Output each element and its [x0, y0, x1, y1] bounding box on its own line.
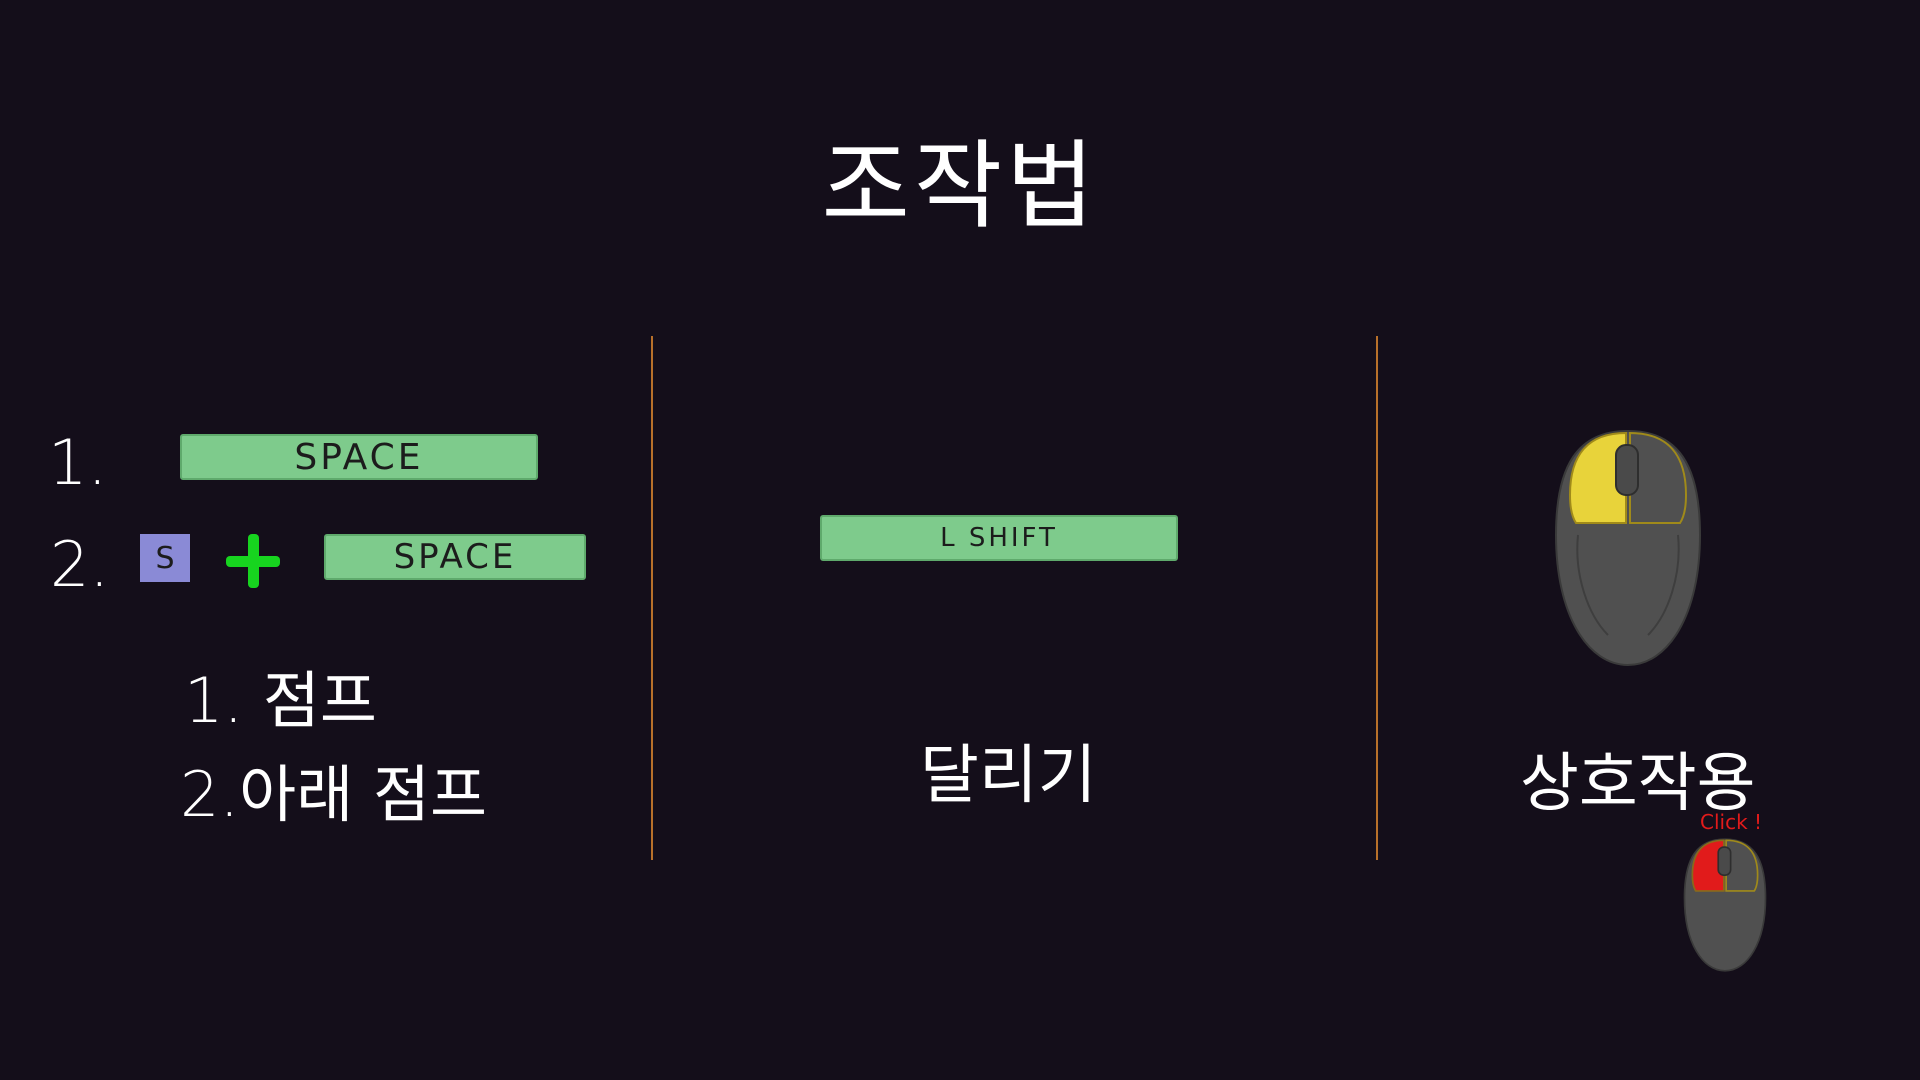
space-key: SPACE [180, 434, 538, 480]
combo-space-key: SPACE [324, 534, 586, 580]
plus-icon [226, 534, 280, 588]
run-label: 달리기 [920, 739, 1097, 813]
divider-right [1376, 336, 1378, 860]
lshift-key: L SHIFT [820, 515, 1178, 561]
row1-number: 1. [48, 426, 108, 499]
page-title: 조작법 [821, 130, 1099, 242]
mouse-left-button-icon [1554, 429, 1702, 667]
s-key: S [140, 534, 190, 582]
divider-left [651, 336, 653, 860]
row2-number: 2. [50, 528, 110, 601]
click-label: Click ! [1700, 810, 1763, 834]
jump-label: 1. 점프 [184, 664, 377, 737]
down-jump-label: 2.아래 점프 [180, 758, 488, 831]
mouse-left-click-icon [1683, 838, 1767, 972]
interact-label: 상호작용 [1520, 747, 1756, 821]
